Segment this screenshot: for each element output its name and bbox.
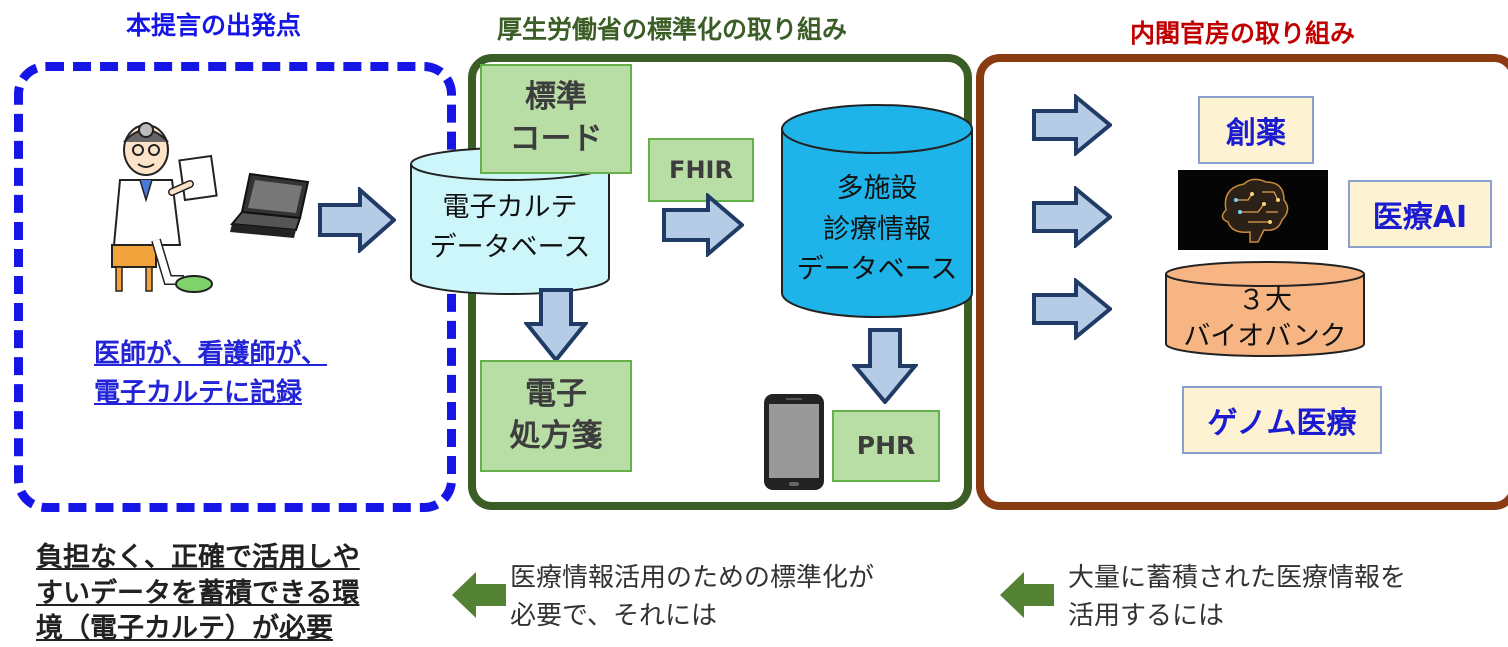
multi-db-line-3: データベース: [796, 254, 958, 286]
right-arrow-icon: [662, 193, 744, 257]
bottom-middle-line-1: 医療情報活用のための標準化が: [510, 563, 875, 593]
emr-db-line-1: 電子カルテ: [442, 191, 578, 223]
bottom-right-line-1: 大量に蓄積された医療情報を: [1068, 563, 1407, 593]
e-prescription-box: 電子処方箋: [480, 360, 632, 472]
bottom-right-text: 大量に蓄積された医療情報を 活用するには: [1068, 560, 1406, 635]
brain-ai-image: [1178, 170, 1328, 250]
right-arrow-icon: [1032, 94, 1112, 156]
bottom-left-line-1: 負担なく、正確で活用しや: [36, 542, 360, 573]
bottom-left-line-3: 境（電子カルテ）が必要: [36, 613, 333, 645]
right-arrow-icon: [318, 187, 396, 253]
cabinet-panel: [976, 54, 1508, 510]
record-line-2: 電子カルテに記録: [94, 378, 303, 408]
bottom-middle-line-2: 必要で、それには: [510, 600, 717, 631]
multi-facility-database-cylinder: [781, 104, 973, 318]
title-mhlw-standardization: 厚生労働省の標準化の取り組み: [497, 15, 848, 44]
bottom-right-line-2: 活用するには: [1068, 600, 1225, 631]
left-arrow-icon: [1000, 572, 1054, 618]
title-starting-point: 本提言の出発点: [126, 11, 302, 40]
phr-box: PHR: [832, 410, 940, 482]
multi-db-line-2: 診療情報: [823, 213, 931, 245]
biobank-line-2: バイオバンク: [1183, 321, 1347, 352]
smartphone-icon: [764, 394, 824, 490]
emr-database-cylinder: [410, 147, 610, 295]
e-prescription-line-1: 電子: [525, 376, 587, 413]
medical-ai-box: 医療AI: [1348, 180, 1492, 248]
fhir-box: FHIR: [648, 138, 754, 202]
down-arrow-icon: [524, 288, 588, 362]
bottom-left-text: 負担なく、正確で活用しや すいデータを蓄積できる環 境（電子カルテ）が必要: [36, 540, 360, 647]
starting-point-panel: [14, 62, 456, 512]
e-prescription-line-2: 処方箋: [509, 418, 603, 454]
standard-code-line-1: 標準: [525, 79, 587, 116]
record-text: 医師が、看護師が、 電子カルテに記録: [94, 335, 327, 413]
title-cabinet-initiative: 内閣官房の取り組み: [1130, 19, 1356, 48]
standard-code-line-2: コード: [509, 121, 603, 157]
laptop-icon: [230, 172, 310, 238]
standard-code-box: 標準コード: [480, 64, 632, 174]
multi-facility-database-label: 多施設診療情報データベース: [779, 165, 975, 295]
bottom-left-line-2: すいデータを蓄積できる環: [36, 577, 360, 609]
bottom-middle-text: 医療情報活用のための標準化が 必要で、それには: [510, 560, 874, 635]
biobank-cylinder: [1165, 261, 1365, 357]
multi-db-line-1: 多施設: [836, 173, 918, 205]
emr-db-line-2: データベース: [429, 232, 591, 263]
doctor-illustration: [111, 122, 218, 293]
genome-medicine-box: ゲノム医療: [1182, 386, 1382, 454]
left-arrow-icon: [452, 572, 506, 618]
record-line-1: 医師が、看護師が、: [94, 339, 327, 369]
right-arrow-icon: [1032, 186, 1112, 248]
biobank-label: ３大バイオバンク: [1164, 279, 1366, 359]
biobank-line-1: ３大: [1237, 284, 1292, 316]
drug-discovery-box: 創薬: [1198, 96, 1314, 164]
down-arrow-icon: [852, 328, 918, 404]
emr-database-label: 電子カルテデータベース: [408, 178, 612, 278]
right-arrow-icon: [1032, 278, 1112, 340]
